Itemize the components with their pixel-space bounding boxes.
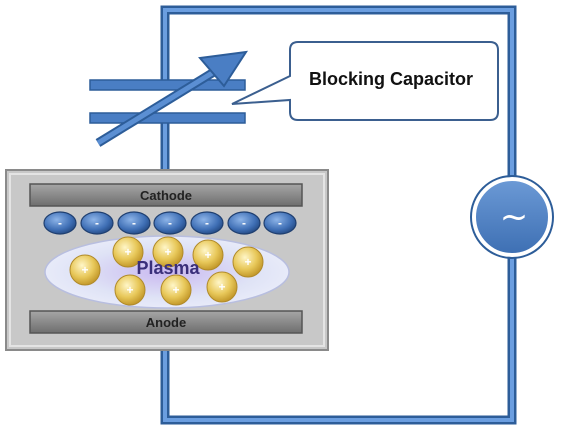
ion-6 [114, 274, 146, 306]
ion-5 [69, 254, 101, 286]
plasma-label: Plasma [136, 258, 200, 278]
electron-sign: - [278, 216, 282, 230]
electron-2 [80, 211, 114, 235]
electron-row [43, 211, 297, 235]
capacitor-plate-top [89, 79, 246, 91]
ion-sign: + [218, 280, 226, 294]
ion-sign: + [124, 245, 132, 259]
ion-sign: + [164, 245, 172, 259]
ion-sign: + [172, 283, 180, 297]
electron-sign: - [58, 216, 62, 230]
electron-4 [153, 211, 187, 235]
ion-sign: + [81, 263, 89, 277]
anode-label: Anode [145, 315, 187, 330]
ac-source-symbol: ~ [499, 197, 529, 237]
electron-3 [117, 211, 151, 235]
ion-2 [152, 236, 184, 268]
electron-sign: - [132, 216, 136, 230]
ion-7 [160, 274, 192, 306]
ion-8 [206, 271, 238, 303]
ion-cluster [69, 236, 264, 306]
ion-4 [232, 246, 264, 278]
ion-3 [192, 239, 224, 271]
callout-bubble [231, 41, 499, 121]
capacitor-plate-bottom [89, 112, 246, 124]
capacitor-arrow-head [198, 50, 249, 88]
cathode-label: Cathode [140, 188, 192, 203]
electron-sign: - [242, 216, 246, 230]
electron-sign: - [95, 216, 99, 230]
anode-electrode [29, 310, 303, 334]
ion-sign: + [126, 283, 134, 297]
ion-sign: + [204, 248, 212, 262]
electron-5 [190, 211, 224, 235]
ion-1 [112, 236, 144, 268]
ac-source-icon [470, 175, 554, 259]
ion-sign: + [244, 255, 252, 269]
electron-7 [263, 211, 297, 235]
electron-sign: - [168, 216, 172, 230]
callout-label: Blocking Capacitor [308, 69, 474, 89]
cathode-electrode [29, 183, 303, 207]
electron-6 [227, 211, 261, 235]
variable-capacitor-icon [89, 50, 249, 147]
electron-sign: - [205, 216, 209, 230]
electron-1 [43, 211, 77, 235]
